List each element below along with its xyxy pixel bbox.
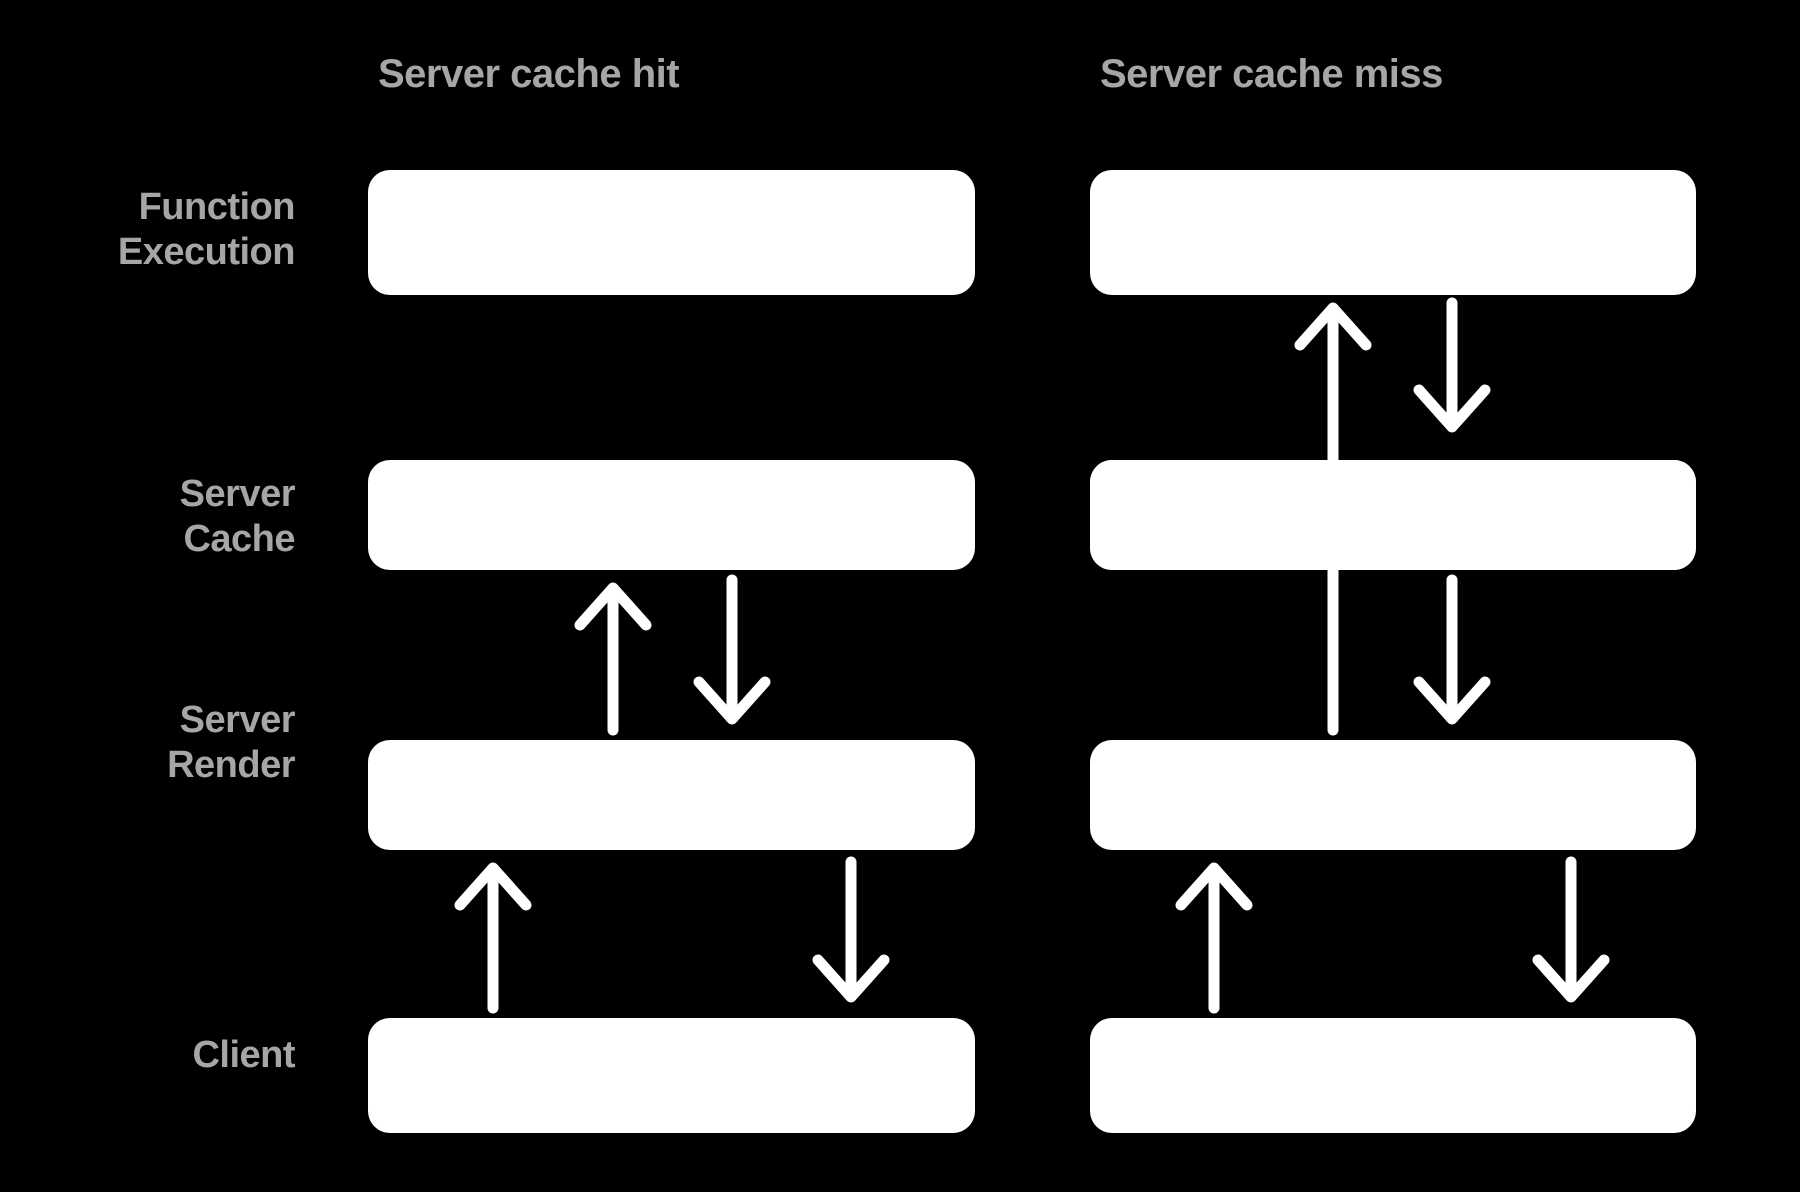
column-title-cache-miss: Server cache miss [1100, 52, 1443, 96]
node-cache-miss-client[interactable] [1090, 1018, 1696, 1133]
row-label-client: Client [192, 1034, 295, 1076]
arrow-miss-render-to-client [1532, 856, 1610, 1003]
row-label-server-cache: Server Cache [179, 473, 296, 560]
node-cache-miss-function-execution[interactable] [1090, 170, 1696, 295]
column-title-cache-hit: Server cache hit [378, 52, 680, 96]
node-cache-miss-server-cache-overlay[interactable] [1090, 460, 1696, 570]
row-label-function-execution: Function Execution [117, 186, 296, 273]
arrow-miss-function-to-cache [1413, 297, 1491, 433]
arrow-miss-client-to-render [1175, 862, 1253, 1014]
arrow-hit-client-to-render [454, 862, 532, 1014]
arrow-hit-cache-to-render [693, 574, 771, 725]
arrow-hit-render-to-cache [574, 582, 652, 736]
node-cache-hit-function-execution[interactable] [368, 170, 975, 295]
node-cache-hit-client[interactable] [368, 1018, 975, 1133]
node-cache-hit-server-render[interactable] [368, 740, 975, 850]
arrow-miss-cache-to-render [1413, 574, 1491, 725]
row-label-server-render: Server Render [167, 699, 295, 786]
node-cache-hit-server-cache[interactable] [368, 460, 975, 570]
arrow-hit-render-to-client [812, 856, 890, 1003]
node-cache-miss-server-render[interactable] [1090, 740, 1696, 850]
